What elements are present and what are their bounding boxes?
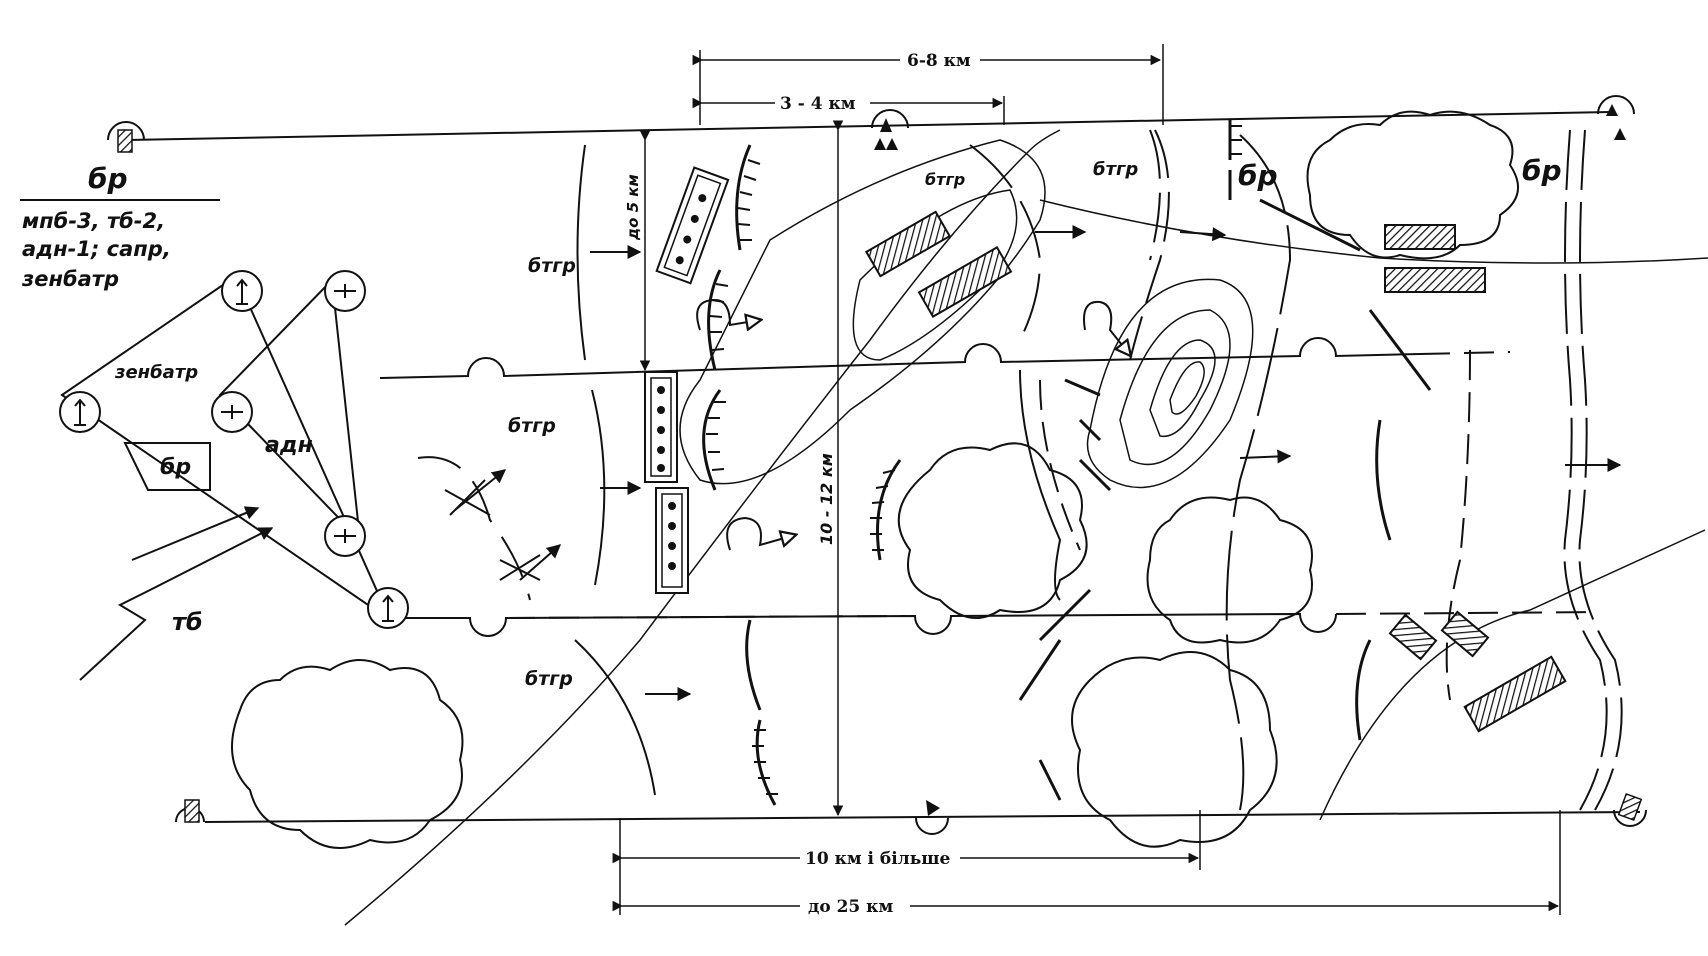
trenches	[702, 120, 1432, 806]
artillery-circle-icon	[324, 270, 366, 312]
legend: бр мпб-3, тб-2, адн-1; сапр, зенбатр	[20, 162, 220, 291]
adn-label: адн	[265, 433, 313, 458]
enemy-defense-lines	[969, 129, 1623, 811]
towns	[231, 110, 1519, 849]
triangle-marker-icon	[1606, 104, 1618, 116]
legend-title: бр	[88, 162, 128, 195]
btgr-label: бтгр	[528, 255, 576, 277]
brigade-boundaries	[107, 95, 1647, 835]
br-label: бр	[1238, 159, 1278, 192]
legend-line-3: зенбатр	[21, 267, 119, 291]
enemy-reserves	[864, 210, 1567, 733]
dimension-label: 6-8 км	[907, 51, 971, 71]
br-small-label: бр	[160, 455, 191, 480]
attack-arrows	[696, 225, 1622, 551]
dimension-lines: 6-8 км 3 - 4 км до 5 км 10 - 12 км 10 км…	[612, 44, 1561, 917]
battery-circle-icon	[221, 270, 263, 312]
rear-area: бр зенбатр адн тб	[59, 270, 409, 681]
tb-label: тб	[172, 608, 203, 636]
legend-line-1: мпб-3, тб-2,	[22, 209, 165, 233]
legend-line-2: адн-1; сапр,	[22, 237, 171, 261]
battalion-boundaries	[379, 337, 1601, 637]
battery-circle-icon	[59, 391, 101, 433]
battery-circle-icon	[367, 587, 409, 629]
zenbatr-label: зенбатр	[114, 362, 198, 383]
roads	[344, 129, 1708, 926]
hill-contours	[679, 139, 1254, 489]
dimension-label: 10 - 12 км	[817, 453, 836, 545]
artillery-circle-icon	[211, 391, 253, 433]
dimension-label: до 5 км	[624, 174, 642, 241]
btgr-positions: бтгр бтгр бтгр	[508, 144, 692, 796]
boundary-marker-hatched	[117, 129, 133, 153]
btgr-label: бтгр	[508, 415, 556, 437]
area-labels: бтгр бтгр бр бр	[925, 154, 1562, 192]
dimension-label: до 25 км	[808, 897, 893, 917]
dimension-label: 10 км і більше	[805, 849, 951, 869]
minefields	[644, 166, 730, 594]
btgr-label: бтгр	[1093, 159, 1138, 180]
artillery-circle-icon	[324, 515, 366, 557]
br-label: бр	[1522, 154, 1562, 187]
obstacle-line	[417, 456, 562, 601]
dimension-label: 3 - 4 км	[780, 94, 856, 114]
btgr-label: бтгр	[525, 668, 573, 690]
btgr-label: бтгр	[925, 170, 965, 189]
